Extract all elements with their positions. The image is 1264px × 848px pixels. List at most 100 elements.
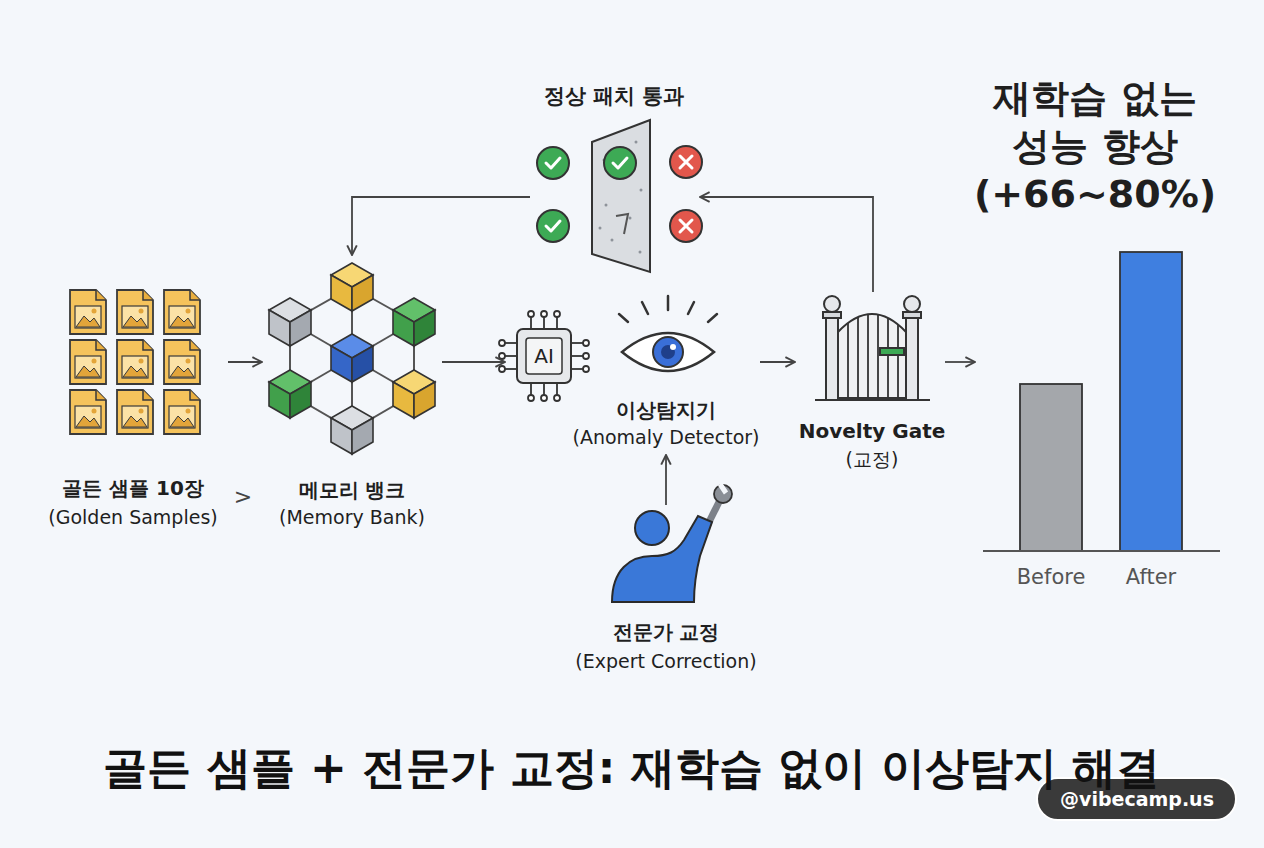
filter-dots — [599, 141, 643, 254]
chip-pad — [583, 353, 589, 359]
dot — [629, 217, 632, 220]
chip-pin — [571, 355, 583, 357]
cube — [331, 406, 373, 454]
bar-chart — [983, 252, 1220, 551]
gate-bar — [857, 300, 859, 398]
axis-label: Before — [996, 565, 1106, 590]
chip-pin — [530, 317, 532, 329]
node-subtitle: (Anomaly Detector) — [566, 426, 766, 449]
chip-pad — [499, 366, 505, 372]
cube — [393, 298, 435, 346]
gate-bar — [877, 300, 879, 398]
expert-node: 전문가 교정 (Expert Correction) — [560, 505, 775, 680]
chip-pin — [530, 383, 532, 395]
filter-mark — [616, 214, 628, 234]
eye-ray — [688, 302, 694, 314]
node-heading: 전문가 교정 — [559, 620, 774, 644]
chip-pad — [499, 340, 505, 346]
chip-pin — [543, 383, 545, 395]
node-subtitle: (Memory Bank) — [262, 506, 442, 529]
image-icon — [117, 390, 153, 434]
flow-arrow — [760, 361, 795, 363]
node-subtitle: (Golden Samples) — [39, 506, 227, 529]
chip-pad — [499, 353, 505, 359]
connector-layer — [228, 197, 975, 505]
flow-arrow — [442, 361, 505, 363]
chip-pin — [505, 355, 517, 357]
pillar-ball — [824, 296, 840, 312]
chip-pad — [541, 395, 547, 401]
node-subtitle: (교정) — [797, 448, 947, 471]
eye-ray — [667, 296, 670, 310]
chip-pad — [583, 340, 589, 346]
wrench-head — [714, 485, 732, 503]
chip-pad — [583, 366, 589, 372]
chip-label: AI — [524, 344, 564, 368]
gate-pillar — [826, 318, 838, 400]
eye-icon — [619, 296, 717, 371]
cube — [331, 263, 373, 311]
node-subtitle: (Expert Correction) — [559, 650, 774, 673]
flow-arrow — [352, 197, 530, 255]
cube — [269, 370, 311, 418]
chip-pin — [556, 317, 558, 329]
memory-bank-node: 메모리 뱅크(Memory Bank) — [262, 255, 442, 535]
gate-latch — [880, 348, 904, 355]
image-icon — [164, 340, 200, 384]
eye-iris — [653, 337, 683, 367]
filter-icon — [537, 120, 702, 272]
golden-sample-icons — [70, 290, 200, 434]
dot — [605, 204, 608, 207]
node-heading: 정상 패치 통과 — [514, 84, 714, 109]
chip-pad — [541, 311, 547, 317]
chip-pin — [571, 368, 583, 370]
eye-highlight — [670, 344, 676, 350]
chip-pad — [528, 395, 534, 401]
bar-after — [1120, 252, 1182, 551]
flow-arrow — [665, 455, 667, 505]
anomaly-detector-node: 이상탐지기(Anomaly Detector) — [505, 300, 760, 455]
chip-pin — [571, 342, 583, 344]
image-icon — [70, 390, 106, 434]
chart-axis — [983, 550, 1220, 552]
image-icon — [117, 290, 153, 334]
chip-pad — [554, 311, 560, 317]
performance-chart-node: 재학습 없는 성능 향상 (+66~80%) — [975, 70, 1230, 600]
memory-bank-cubes — [269, 263, 435, 454]
bar-before — [1020, 384, 1082, 551]
image-icon — [70, 340, 106, 384]
pass-check — [537, 210, 569, 242]
pass-check — [537, 147, 569, 179]
expert-icon — [612, 484, 732, 602]
watermark: @vibecamp.us — [1042, 788, 1232, 811]
cube — [393, 370, 435, 418]
image-icon — [164, 290, 200, 334]
gate-ground — [815, 399, 930, 401]
novelty-gate-node: Novelty Gate (교정) — [795, 292, 945, 475]
chip-pin — [505, 342, 517, 344]
dot — [640, 189, 643, 192]
cube — [331, 334, 373, 382]
eye-ray — [708, 314, 717, 322]
image-icon — [70, 290, 106, 334]
node-heading: 재학습 없는 성능 향상 (+66~80%) — [970, 74, 1220, 218]
reject-mark — [670, 210, 702, 242]
image-icon — [164, 390, 200, 434]
node-heading: 이상탐지기 — [566, 398, 766, 422]
diagram-title: 골든 샘플 + 전문가 교정: 재학습 없이 이상탐지 해결 — [32, 742, 1232, 795]
dot — [611, 239, 614, 242]
node-heading: 골든 샘플 10장 — [39, 476, 227, 500]
dot — [635, 141, 638, 144]
chip-pin — [505, 368, 517, 370]
flow-arrow — [228, 361, 262, 363]
gate-pillar — [906, 318, 918, 400]
gate-bar — [867, 300, 869, 398]
chip-pad — [528, 311, 534, 317]
chip-pin — [543, 317, 545, 329]
dot — [639, 251, 642, 254]
node-heading: Novelty Gate — [797, 419, 947, 443]
chip-body — [517, 329, 571, 383]
eye-pupil — [661, 345, 675, 359]
pillar-ball — [904, 296, 920, 312]
